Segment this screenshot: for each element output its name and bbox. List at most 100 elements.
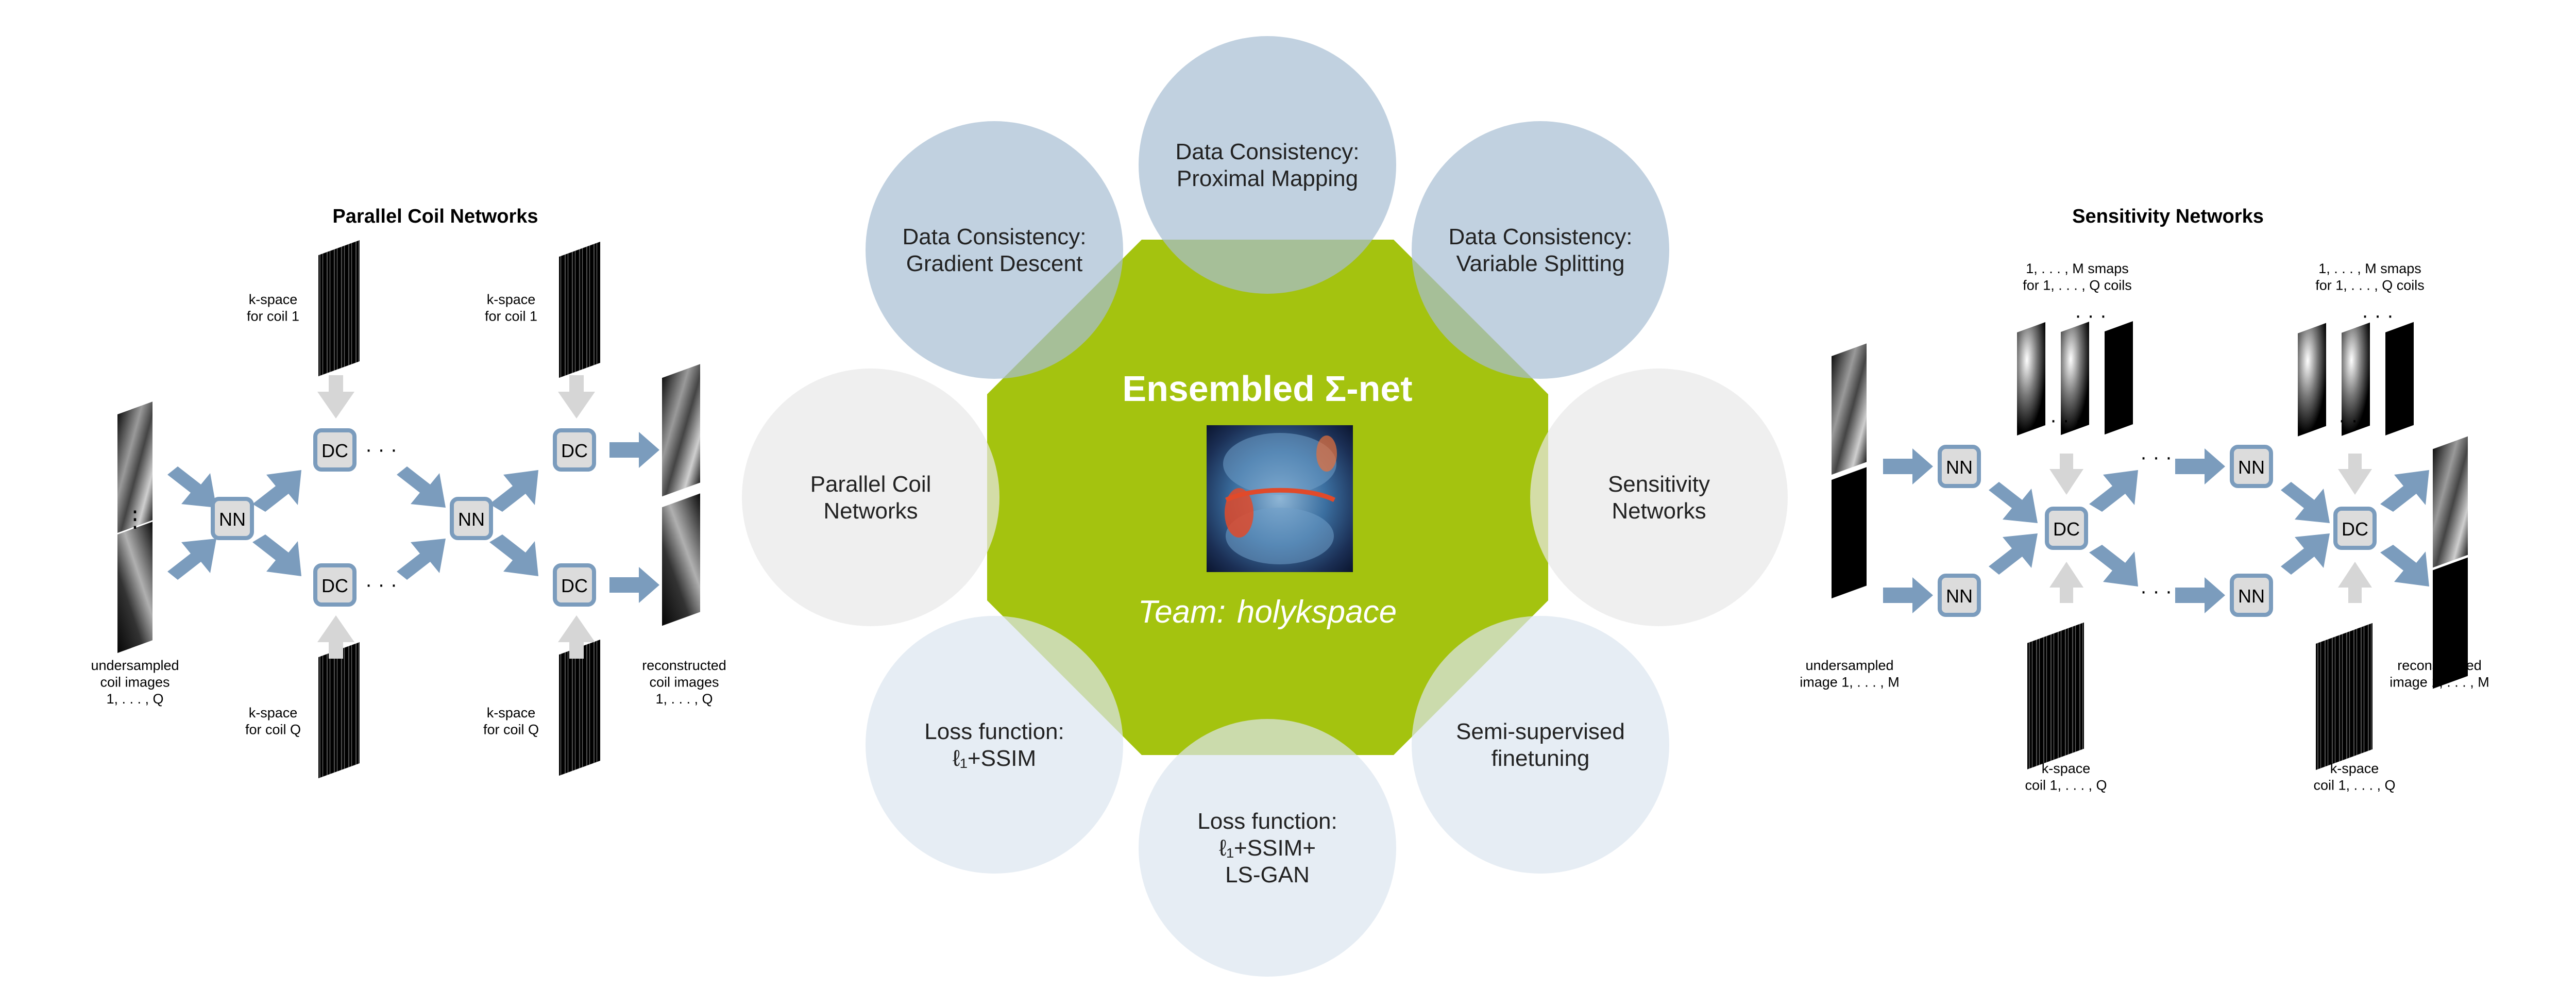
arrow-icon [609, 432, 659, 468]
vertical-ellipsis: ⋮ [1838, 507, 1861, 532]
smaps-stack-1 [2017, 321, 2133, 436]
smaps-stack-2 [2298, 322, 2414, 437]
circle-shape [1139, 719, 1396, 977]
method-circle: Loss function:ℓ₁+SSIM+LS-GAN [1139, 719, 1396, 977]
nn-label: NN [2238, 457, 2265, 478]
arrow-icon [489, 534, 538, 576]
dc-block: DC [313, 563, 357, 607]
arrow-icon [397, 466, 446, 508]
dc-block: DC [553, 428, 596, 472]
ellipsis: · · · [2140, 580, 2172, 602]
circle-label: Data Consistency:Gradient Descent [902, 224, 1086, 276]
input-coil-image-q [117, 522, 152, 654]
method-circle: Data Consistency:Proximal Mapping [1139, 36, 1396, 294]
team-label: Team:holykspace [1138, 594, 1397, 630]
dc-block: DC [553, 563, 596, 607]
gray-arrows [317, 375, 595, 659]
method-circle: Data Consistency:Gradient Descent [866, 121, 1123, 379]
ellipsis: · · · [365, 438, 397, 461]
nn-label: NN [1946, 585, 1973, 607]
circle-label: Loss function:ℓ₁+SSIM [924, 719, 1064, 771]
nn-label: NN [458, 509, 485, 530]
circle-shape [1139, 36, 1396, 294]
panel-title: Parallel Coil Networks [332, 206, 538, 227]
arrow-icon [1989, 533, 2038, 575]
method-circle: Data Consistency:Variable Splitting [1412, 121, 1669, 379]
arrow-icon [397, 539, 446, 580]
arrow-icon [317, 375, 354, 418]
circle-shape [1530, 368, 1788, 626]
arrow-icon [252, 470, 301, 512]
ellipsis: · · · [365, 573, 397, 596]
nn-block: NN [211, 497, 254, 540]
kspace-stack-2 [2316, 623, 2372, 770]
nn-block: NN [2230, 445, 2273, 488]
arrow-icon [2089, 545, 2138, 587]
output-image-1 [2433, 436, 2468, 568]
arrow-icon [2175, 448, 2225, 484]
dc-label: DC [2053, 518, 2080, 540]
output-coil-image-q [662, 493, 700, 626]
input-image-1 [1832, 343, 1867, 475]
arrow-icon [558, 615, 595, 659]
ellipsis: · · · [2075, 304, 2107, 327]
arrow-icon [2175, 577, 2225, 613]
dc-label: DC [2342, 518, 2368, 540]
arrow-icon [317, 615, 354, 659]
circle-label: Loss function:ℓ₁+SSIM+LS-GAN [1197, 809, 1337, 887]
vertical-ellipsis: ⋮ [124, 507, 146, 532]
arrow-icon [2089, 470, 2138, 512]
ellipsis: · · · [2140, 446, 2172, 468]
arrow-icon [2380, 470, 2429, 512]
output-image-m [2433, 557, 2468, 689]
nn-label: NN [1946, 457, 1973, 478]
dc-label: DC [561, 575, 588, 596]
arrow-icon [167, 539, 216, 580]
circle-shape [1412, 616, 1669, 874]
dc-block: DC [2045, 507, 2088, 550]
input-coil-image-1 [117, 401, 152, 533]
arrow-icon [2281, 482, 2330, 523]
nn-block: NN [450, 497, 493, 540]
circle-shape [866, 616, 1123, 874]
arrow-icon [167, 466, 216, 508]
input-image-m [1832, 467, 1867, 599]
circle-shape [866, 121, 1123, 379]
nn-label: NN [2238, 585, 2265, 607]
ellipsis: · · · [2362, 304, 2394, 327]
center-title: Ensembled Σ-net [1122, 368, 1412, 409]
nn-block: NN [1938, 574, 1981, 617]
arrow-icon [558, 375, 595, 418]
ellipsis: · · · [2338, 409, 2370, 431]
kspace-stack-top-1 [318, 240, 360, 377]
arrow-icon [2338, 454, 2372, 495]
dc-label: DC [561, 440, 588, 461]
ellipsis: · · · [2050, 409, 2082, 431]
kspace-stack-bottom-1 [318, 642, 360, 779]
gray-arrows [2049, 454, 2372, 603]
circle-shape [1412, 121, 1669, 379]
arrow-icon [252, 534, 301, 576]
nn-block: NN [1938, 445, 1981, 488]
nn-label: NN [219, 509, 246, 530]
blue-arrows [167, 432, 659, 603]
circle-shape [742, 368, 999, 626]
dc-block: DC [313, 428, 357, 472]
